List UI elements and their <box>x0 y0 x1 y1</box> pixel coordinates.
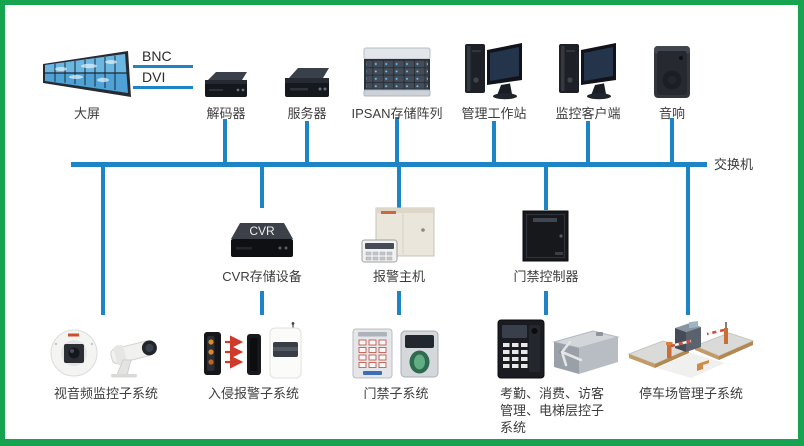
card-readers-icon <box>351 318 441 380</box>
door-controller-icon <box>518 207 574 263</box>
node-label: 监控客户端 <box>555 106 621 121</box>
node-label: 解码器 <box>206 106 246 121</box>
drop-server <box>305 121 309 163</box>
node-label: 门禁子系统 <box>363 386 429 401</box>
node-intrusion-subsystem: 入侵报警子系统 <box>191 318 316 403</box>
drop-intrusion-subsystem <box>260 291 264 315</box>
workstation-icon <box>463 38 525 100</box>
switch-label: 交换机 <box>714 157 754 172</box>
node-label: 入侵报警子系统 <box>207 386 299 401</box>
drop-speaker <box>670 118 674 163</box>
node-cvr: CVR CVR存储设备 <box>202 207 322 286</box>
cvr-box-icon: CVR <box>228 207 296 263</box>
node-label: 报警主机 <box>372 269 425 284</box>
node-label: 管理工作站 <box>461 106 527 121</box>
node-label: 服务器 <box>287 106 327 121</box>
drop-decoder <box>223 119 227 163</box>
link-label-dvi: DVI <box>142 69 166 85</box>
decoder-icon <box>201 38 251 100</box>
video-wall-icon <box>41 38 133 100</box>
node-ipsan: IPSAN存储阵列 <box>342 38 452 123</box>
node-attendance-subsystem: 考勤、消费、访客管理、电梯层控子系统 <box>493 318 623 437</box>
node-door-subsystem: 门禁子系统 <box>336 318 456 403</box>
node-label: 音响 <box>658 106 685 121</box>
node-label: IPSAN存储阵列 <box>351 106 443 121</box>
node-label: 视音频监控子系统 <box>53 386 158 401</box>
bnc-line <box>133 65 193 68</box>
drop-attendance-subsystem <box>544 291 548 315</box>
node-video-wall: 大屏 <box>32 38 142 123</box>
intrusion-sensors-icon <box>202 318 306 380</box>
cameras-icon <box>47 318 165 380</box>
parking-lot-icon <box>627 318 755 380</box>
drop-parking-subsystem <box>686 167 690 315</box>
alarm-host-icon <box>361 207 437 263</box>
drop-ipsan <box>395 117 399 163</box>
node-label: 考勤、消费、访客管理、电梯层控子系统 <box>500 386 605 435</box>
drop-door-subsystem <box>397 291 401 315</box>
node-speaker: 音响 <box>622 38 722 123</box>
drop-video-subsystem <box>101 167 105 315</box>
storage-array-icon <box>363 38 431 100</box>
node-video-subsystem: 视音频监控子系统 <box>41 318 171 403</box>
node-parking-subsystem: 停车场管理子系统 <box>626 318 756 403</box>
switch-bus-line <box>71 162 707 167</box>
link-label-bnc: BNC <box>142 48 172 64</box>
node-decoder: 解码器 <box>176 38 276 123</box>
node-label: 大屏 <box>73 106 100 121</box>
svg-text:CVR: CVR <box>249 224 275 238</box>
node-label: CVR存储设备 <box>222 269 302 284</box>
node-alarm-host: 报警主机 <box>339 207 459 286</box>
drop-alarm-host <box>397 167 401 208</box>
node-label: 门禁控制器 <box>513 269 579 284</box>
drop-workstation <box>492 121 496 163</box>
node-client-pc: 监控客户端 <box>533 38 643 123</box>
server-icon <box>281 38 333 100</box>
turnstile-icon <box>496 318 621 380</box>
node-workstation: 管理工作站 <box>439 38 549 123</box>
speaker-icon <box>650 38 695 100</box>
node-server: 服务器 <box>257 38 357 123</box>
node-label: 停车场管理子系统 <box>638 386 743 401</box>
dvi-line <box>133 86 193 89</box>
node-door-controller: 门禁控制器 <box>486 207 606 286</box>
drop-cvr <box>260 167 264 208</box>
drop-door-controller <box>544 167 548 210</box>
client-pc-icon <box>557 38 619 100</box>
drop-client <box>586 121 590 163</box>
